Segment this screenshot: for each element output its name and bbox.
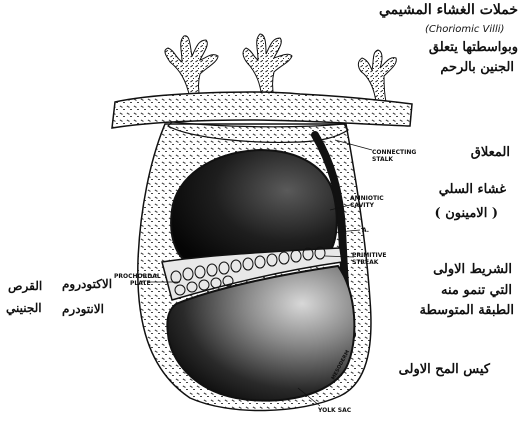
label-endoderm: الانتودرم	[62, 301, 104, 317]
label-streak-line2: التي تنمو منه	[441, 283, 512, 299]
label-streak-line3: الطبقة المتوسطة	[420, 303, 515, 319]
label-disc-line1: القرص	[8, 278, 42, 294]
label-primitive-2: STREAK	[352, 259, 379, 266]
label-connecting-stalk-2: STALK	[372, 156, 393, 163]
label-villi-line4: الجنين بالرحم	[440, 60, 514, 76]
label-disc-line2: الجنيني	[6, 300, 42, 316]
label-amnion-line1: غشاء السلي	[439, 182, 506, 198]
label-prochordal-1: PROCHORDAL	[114, 273, 161, 280]
label-amniotic-1: AMNIOTIC	[350, 195, 384, 202]
label-primitive-1: PRIMITIVE	[352, 252, 387, 259]
chorionic-villi	[165, 34, 396, 102]
label-villi-line1: خملات الغشاء المشيمي	[379, 2, 518, 18]
label-amnion-line2: ( الامينون )	[435, 206, 498, 222]
label-connecting-stalk-ar: المعلاق	[471, 145, 510, 161]
label-chorionic-villi-en: (Choriomic Villi)	[425, 24, 504, 35]
label-connecting-stalk-1: CONNECTING	[372, 149, 416, 156]
label-villi-line3: وبواسطتها يتعلق	[429, 40, 518, 56]
label-ectoderm: الاكتودروم	[62, 276, 112, 292]
label-yolk-sac-en: YOLK SAC	[317, 407, 352, 414]
label-prochordal-2: PLATE	[130, 280, 151, 287]
label-streak-line1: الشريط الاولى	[433, 262, 512, 278]
label-yolk-sac-ar: كيس المح الاولى	[399, 362, 490, 378]
label-a-mark: A.	[362, 227, 369, 234]
chorion-plate	[112, 92, 412, 128]
label-amniotic-2: CAVITY	[350, 202, 375, 209]
